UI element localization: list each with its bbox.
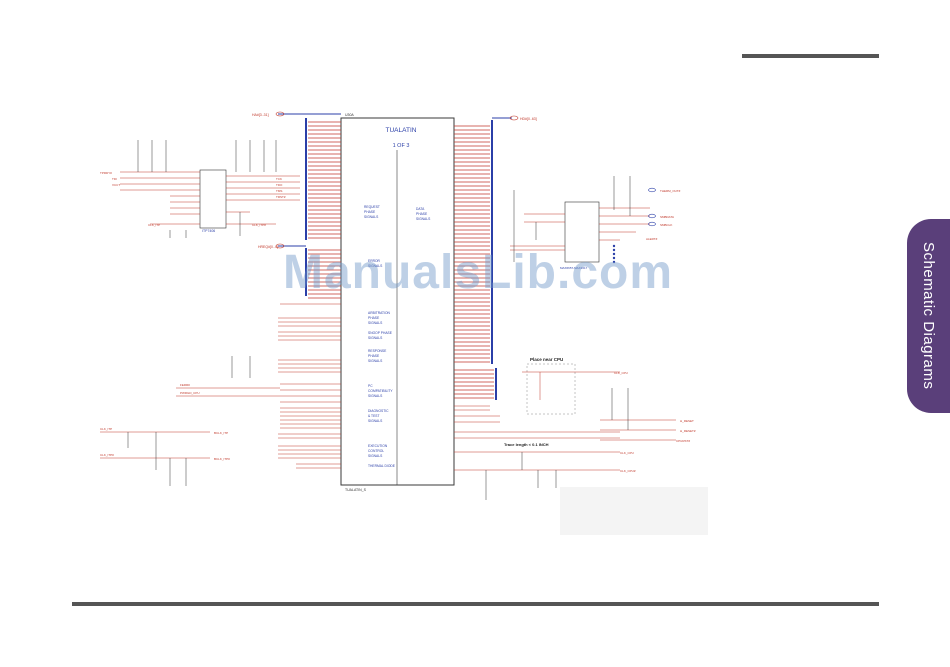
svg-text:REQUEST: REQUEST <box>364 205 380 209</box>
svg-text:SIGNALS: SIGNALS <box>368 264 383 268</box>
cpu-sheet-label: 1 OF 3 <box>393 143 410 149</box>
svg-text:CLK_ITP: CLK_ITP <box>100 427 112 431</box>
section-tab-label: Schematic Diagrams <box>920 242 937 390</box>
svg-text:BCLK_ITP: BCLK_ITP <box>214 431 228 435</box>
svg-text:THERM_OUT#: THERM_OUT# <box>660 189 681 193</box>
svg-text:CONTROL: CONTROL <box>368 449 384 453</box>
watermark: ManualsLib.com <box>282 246 674 299</box>
svg-text:HREQ#[0..4]: HREQ#[0..4] <box>258 245 278 249</box>
cpu-ref-label: U30A <box>345 113 354 117</box>
svg-text:THERMAL DIODE: THERMAL DIODE <box>368 464 396 468</box>
svg-text:RESPONSE: RESPONSE <box>368 349 387 353</box>
footer-rule <box>72 602 879 606</box>
svg-text:BCLK_ITP#: BCLK_ITP# <box>214 457 230 461</box>
svg-text:PC: PC <box>368 384 373 388</box>
svg-text:HA#[3..31]: HA#[3..31] <box>252 113 269 117</box>
svg-text:SIGNALS: SIGNALS <box>416 217 431 221</box>
place-near-cpu-note: Place near CPU <box>530 357 563 362</box>
svg-text:TPRDY#: TPRDY# <box>100 171 112 175</box>
cpu-part-label: TUALATIN_S <box>345 488 367 492</box>
svg-text:ERROR: ERROR <box>368 259 381 263</box>
svg-text:SNOOP PHASE: SNOOP PHASE <box>368 331 393 335</box>
cpu-chip-body <box>340 117 455 486</box>
svg-text:ARBITRATION: ARBITRATION <box>368 311 391 315</box>
svg-text:SIGNALS: SIGNALS <box>368 359 383 363</box>
itp-connector-label: ITP7406 <box>202 229 215 233</box>
svg-text:SIGNALS: SIGNALS <box>364 215 379 219</box>
svg-text:CPURST#: CPURST# <box>676 439 690 443</box>
itp-connector <box>199 169 227 229</box>
svg-text:SIGNALS: SIGNALS <box>368 336 383 340</box>
svg-text:CLK_CPU: CLK_CPU <box>614 371 628 375</box>
svg-text:PHASE: PHASE <box>364 210 376 214</box>
svg-text:SMBCLK: SMBCLK <box>660 223 672 227</box>
svg-text:PHASE: PHASE <box>368 354 380 358</box>
svg-text:H_RESET: H_RESET <box>680 419 694 423</box>
svg-text:CLK_CPU#: CLK_CPU# <box>620 469 636 473</box>
svg-text:DATA: DATA <box>416 207 425 211</box>
svg-text:SIGNALS: SIGNALS <box>368 454 383 458</box>
svg-text:& TEST: & TEST <box>368 414 379 418</box>
svg-text:EXECUTION: EXECUTION <box>368 444 388 448</box>
svg-text:CLK_CPU: CLK_CPU <box>620 451 634 455</box>
svg-text:SIGNALS: SIGNALS <box>368 419 383 423</box>
svg-text:TRST#: TRST# <box>276 195 286 199</box>
svg-text:CLK_ITP: CLK_ITP <box>148 223 160 227</box>
svg-text:TMS: TMS <box>276 189 282 193</box>
thermal-ic-label: MAX6657-MAX1617 <box>560 266 588 270</box>
svg-text:TDI: TDI <box>112 177 117 181</box>
svg-text:SIGNALS: SIGNALS <box>368 394 383 398</box>
svg-text:ALERT#: ALERT# <box>646 237 658 241</box>
svg-text:TDO: TDO <box>276 183 283 187</box>
svg-text:SMBDATA: SMBDATA <box>660 215 674 219</box>
svg-text:VCCT: VCCT <box>112 183 120 187</box>
svg-text:PHASE: PHASE <box>368 316 380 320</box>
trace-length-note: Trace length < 0.1 INCH <box>504 442 549 447</box>
svg-text:H_RESET#: H_RESET# <box>680 429 696 433</box>
svg-text:COMPATIBILITY: COMPATIBILITY <box>368 389 393 393</box>
svg-text:FERR#: FERR# <box>180 383 190 387</box>
svg-text:PWRGD_CPU: PWRGD_CPU <box>180 391 200 395</box>
svg-text:DIAGNOSTIC: DIAGNOSTIC <box>368 409 389 413</box>
svg-text:TCK: TCK <box>276 177 282 181</box>
svg-text:SIGNALS: SIGNALS <box>368 321 383 325</box>
svg-text:CLK_ITP#: CLK_ITP# <box>252 223 266 227</box>
svg-text:CLK_ITP#: CLK_ITP# <box>100 453 114 457</box>
svg-text:PHASE: PHASE <box>416 212 428 216</box>
svg-text:HD#[0..63]: HD#[0..63] <box>520 117 537 121</box>
header-rule <box>742 54 879 58</box>
cpu-chip-name: TUALATIN <box>386 127 417 134</box>
section-tab: Schematic Diagrams <box>907 219 950 413</box>
